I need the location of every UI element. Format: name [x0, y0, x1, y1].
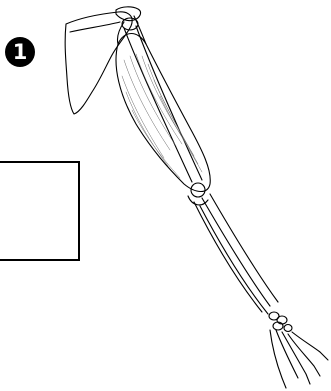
radius: [202, 194, 278, 306]
scapula-spine: [70, 22, 120, 32]
scapula: [65, 12, 132, 114]
ulna: [194, 202, 268, 314]
answer-box[interactable]: [0, 161, 80, 261]
carpal-bones: [269, 312, 292, 332]
finger-bones: [270, 330, 328, 388]
label-marker-1: 1: [5, 37, 35, 67]
